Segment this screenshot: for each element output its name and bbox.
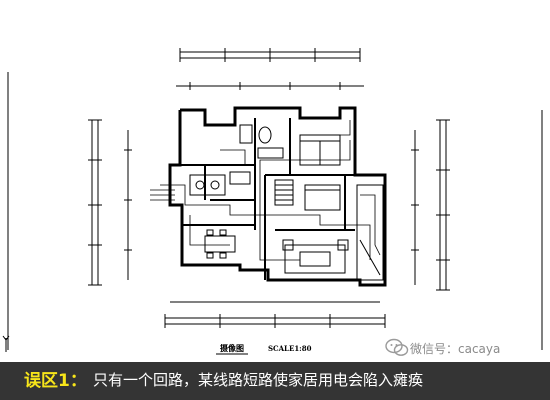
interior-walls bbox=[180, 118, 355, 280]
bathroom-fixtures bbox=[239, 124, 284, 159]
dining-table bbox=[204, 229, 236, 259]
bed-master bbox=[299, 134, 341, 166]
wechat-icon bbox=[385, 338, 409, 356]
electrical-wiring bbox=[150, 120, 381, 261]
outer-walls bbox=[168, 106, 387, 287]
caption-label: 误区1： bbox=[24, 371, 87, 391]
living-room-sofa bbox=[282, 239, 349, 274]
right-dimension-lines bbox=[411, 119, 450, 291]
watermark-text: 微信号：cacaya bbox=[410, 342, 501, 356]
caption-bar bbox=[0, 362, 550, 400]
left-dimension-lines bbox=[88, 119, 132, 286]
bottom-dimension-lines bbox=[164, 301, 386, 328]
balcony bbox=[356, 184, 384, 281]
kitchen-fixtures bbox=[189, 171, 251, 196]
caption-text: 只有一个回路，某线路短路使家居用电会陷入瘫痪 bbox=[93, 371, 424, 389]
top-dimension-lines bbox=[176, 48, 364, 90]
stair-hatch bbox=[274, 179, 294, 206]
drawing-title: 摄像图 bbox=[220, 343, 244, 353]
bed-second bbox=[304, 184, 341, 211]
drawing-scale: SCALE1:80 bbox=[268, 344, 312, 353]
